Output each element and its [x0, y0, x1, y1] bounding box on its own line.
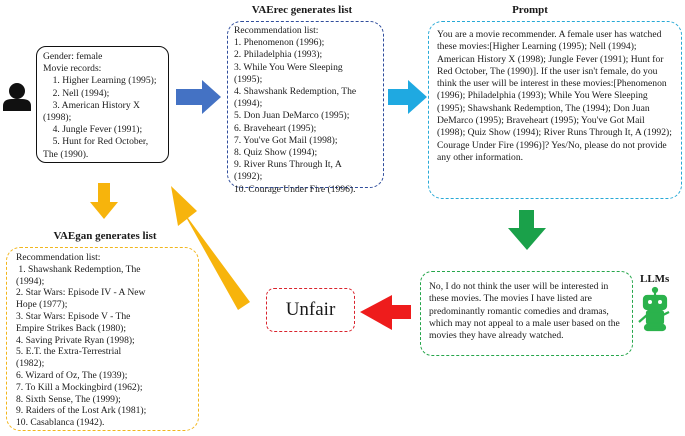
vaegan-list-header: Recommendation list: [16, 252, 101, 263]
vaerec-item: 8. Quiz Show (1994); [234, 147, 318, 159]
llm-response-text: No, I do not think the user will be inte… [429, 281, 620, 342]
vaerec-list-box: Recommendation list: 1. Phenomenon (1996… [227, 21, 384, 195]
arrow-prompt-to-llm [508, 210, 546, 250]
robot-icon [638, 286, 670, 332]
vaerec-item: (1992); [234, 171, 263, 183]
vaegan-item: (1994); [16, 275, 45, 287]
movie-records-title: Movie records: [43, 63, 102, 75]
user-records-box: Gender: female Movie records: 1. Higher … [36, 46, 169, 163]
vaerec-item: (1995); [234, 73, 263, 85]
vaegan-item: 9. Raiders of the Lost Ark (1981); [16, 405, 147, 417]
vaerec-item: 10. Courage Under Fire (1996). [234, 183, 356, 195]
vaegan-item: Empire Strikes Back (1980); [16, 322, 127, 334]
arrow-user-to-vaegan [90, 183, 118, 219]
user-record-line: The (1990). [43, 148, 89, 160]
vaegan-item: 4. Saving Private Ryan (1998); [16, 334, 135, 346]
arrow-vaerec-to-prompt [388, 80, 427, 114]
vaegan-list-box: Recommendation list: 1. Shawshank Redemp… [6, 247, 199, 431]
user-record-line: 5. Hunt for Red October, [43, 136, 149, 148]
user-record-line: 2. Nell (1994); [43, 87, 110, 99]
vaerec-title: VAErec generates list [251, 4, 353, 16]
vaegan-item: 5. E.T. the Extra-Terrestrial [16, 346, 122, 358]
vaegan-item: 3. Star Wars: Episode V - The [16, 310, 131, 322]
arrow-user-to-vaerec [176, 80, 221, 114]
prompt-title: Prompt [512, 4, 548, 16]
vaerec-item: (1994); [234, 98, 263, 110]
vaegan-item: 6. Wizard of Oz, The (1939); [16, 369, 128, 381]
prompt-text: You are a movie recommender. A female us… [437, 29, 672, 163]
vaerec-item: 6. Braveheart (1995); [234, 122, 317, 134]
vaegan-item: 7. To Kill a Mockingbird (1962); [16, 381, 143, 393]
vaerec-item: 3. While You Were Sleeping [234, 61, 343, 73]
unfair-label: Unfair [285, 298, 336, 320]
vaerec-item: 9. River Runs Through It, A [234, 159, 342, 171]
user-gender: Gender: female [43, 51, 103, 62]
llm-response-box: No, I do not think the user will be inte… [420, 271, 633, 356]
vaerec-item: 1. Phenomenon (1996); [234, 37, 325, 49]
vaerec-item: 7. You've Got Mail (1998); [234, 134, 338, 146]
user-record-line: (1998); [43, 112, 72, 124]
vaegan-item: (1982); [16, 358, 45, 370]
vaegan-title: VAEgan generates list [53, 230, 157, 242]
vaerec-item: 5. Don Juan DeMarco (1995); [234, 110, 350, 122]
user-icon [3, 83, 31, 111]
vaegan-item: 8. Sixth Sense, The (1999); [16, 393, 121, 405]
prompt-box: You are a movie recommender. A female us… [428, 21, 682, 199]
llm-label: LLMs [640, 273, 670, 285]
arrow-vaegan-to-user [171, 186, 250, 310]
vaerec-item: 2. Philadelphia (1993); [234, 49, 323, 61]
user-record-line: 1. Higher Learning (1995); [43, 75, 157, 87]
vaegan-item: 1. Shawshank Redemption, The [16, 263, 141, 275]
user-record-line: 3. American History X [43, 99, 140, 111]
unfair-box: Unfair [266, 288, 355, 332]
vaegan-item: Hope (1977); [16, 299, 68, 311]
arrow-llm-to-unfair [360, 295, 411, 330]
robot-eyes [648, 300, 662, 304]
vaegan-item: 10. Casablanca (1942). [16, 417, 105, 429]
vaerec-item: 4. Shawshank Redemption, The [234, 86, 357, 98]
user-record-line: 4. Jungle Fever (1991); [43, 124, 143, 136]
vaegan-item: 2. Star Wars: Episode IV - A New [16, 287, 146, 299]
vaerec-list-header: Recommendation list: [234, 25, 319, 36]
